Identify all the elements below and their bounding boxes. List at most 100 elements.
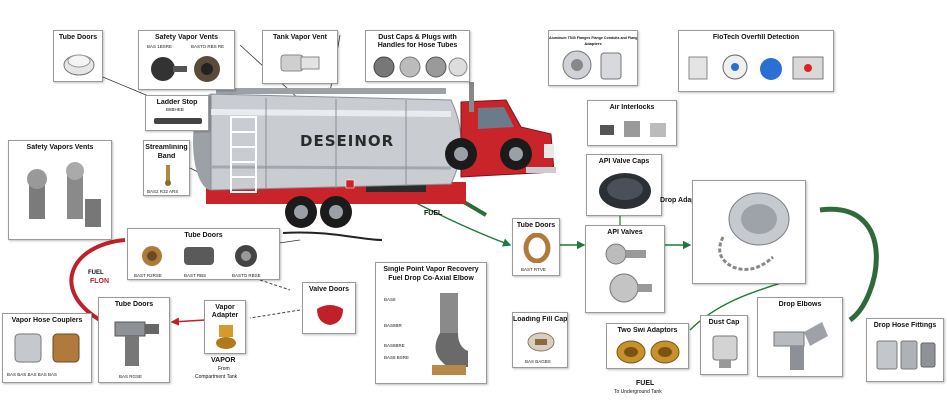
tube-doors-small-box: Tube Doors BAST RTVE xyxy=(512,218,560,276)
box-title: Loading Fill Caps xyxy=(513,316,567,323)
box-title: Tube Doors xyxy=(58,34,98,41)
dust-caps-box: Dust Caps & Plugs with Handles for Hose … xyxy=(365,30,470,82)
truck-brand-text: DESEINOR xyxy=(300,132,395,150)
fuel-flow-label: FUEL xyxy=(424,210,443,217)
api-valve-icon xyxy=(605,243,652,303)
vapor-adapter-from: From xyxy=(218,366,230,372)
vapor-adapter-source: Compartment Tank xyxy=(195,374,238,380)
vapor-vent-icon xyxy=(151,56,220,82)
overfill-sensor-icon xyxy=(688,54,824,80)
part-code: BAS BAGBS xyxy=(525,359,551,364)
tube-doors-bottom-box: Tube Doors BAS RGSE xyxy=(98,297,170,383)
part-code: BASTO RBS RE xyxy=(191,44,225,49)
part-code: BAS 1BSRE xyxy=(147,44,173,49)
bottom-fuel-destination: To Underground Tank xyxy=(614,389,662,395)
bottom-fuel-label: FUEL xyxy=(636,380,655,387)
tube-door-valve-icon xyxy=(114,321,159,366)
box-title: Safety Vapor Vents xyxy=(154,34,219,41)
flon-label: FLON xyxy=(90,278,110,285)
tanker-truck-illustration xyxy=(193,82,556,228)
valve-cap-icon xyxy=(599,173,651,209)
vapor-adapter-vapor-label: VAPOR xyxy=(211,357,236,364)
part-code: BAST RBS xyxy=(184,273,207,278)
part-code: BAS8BRE xyxy=(384,343,405,348)
vapor-adapter-box: Vapor Adapter xyxy=(204,300,246,354)
drop-adaptor-icon xyxy=(718,192,790,271)
drop-elbows-box: Drop Elbows xyxy=(757,297,843,377)
hose-coupler-icon xyxy=(14,333,80,363)
dust-cap-icon xyxy=(373,56,468,78)
air-interlock-icon xyxy=(600,121,666,137)
vapor-hose-couplers-box: Vapor Hose Couplers BAS BAS BAS BAS BAS xyxy=(2,313,92,383)
box-title: Tank Vapor Vent xyxy=(273,34,327,41)
api-valves-box: API Valves xyxy=(585,225,665,313)
part-code: BAS2 R32 ARS xyxy=(147,189,179,194)
box-title: API Valve Caps xyxy=(598,158,650,165)
box-title: Streamlining xyxy=(145,144,188,151)
box-title: API Valves xyxy=(607,229,643,236)
box-title: Dust Caps & Plugs with xyxy=(378,34,457,41)
part-code: BAS RGSE xyxy=(119,374,143,379)
ladder-stop-box: Ladder Stop B8BHEB xyxy=(145,95,209,131)
dust-cap-chain-icon xyxy=(712,335,738,368)
box-title: Tube Doors xyxy=(516,222,556,229)
loading-fill-caps-box: Loading Fill Caps BAS BAGBS xyxy=(512,312,568,368)
fuel-arrow-label: FUEL xyxy=(88,270,104,276)
part-code: BAS8 BSRE xyxy=(384,355,410,360)
valve-doors-box: Valve Doors xyxy=(302,282,356,334)
box-title: Dust Cap xyxy=(708,319,740,326)
box-title: Valve Doors xyxy=(308,286,350,293)
box-title-line2: Adapters xyxy=(584,41,602,46)
drop-adaptor-detail-box xyxy=(692,180,806,284)
streamlining-band-box: Streamlining Band BAS2 R32 ARS xyxy=(143,140,190,196)
drop-hose-fittings-box: Drop Hose Fittings xyxy=(866,318,944,382)
box-title: Air Interlocks xyxy=(609,104,655,111)
vapor-recovery-elbow-box: Single Point Vapor Recovery Fuel Drop Co… xyxy=(375,262,487,384)
hose-fitting-icon xyxy=(876,340,936,370)
ring-door-icon xyxy=(523,233,551,263)
box-title: Single Point Vapor Recovery xyxy=(383,266,479,273)
tube-doors-top-box: Tube Doors xyxy=(53,30,103,82)
swivel-adaptor-icon xyxy=(616,340,680,364)
coaxial-elbow-icon xyxy=(432,293,468,375)
box-title: Aluminum T540 Flanges Flange Conduits an… xyxy=(549,36,637,40)
box-title: Drop Elbows xyxy=(778,301,822,308)
tube-door-icon xyxy=(63,54,95,76)
part-code: BASTO RBSE xyxy=(232,273,261,278)
api-valve-caps-box: API Valve Caps xyxy=(586,154,662,216)
drop-elbow-icon xyxy=(773,322,828,370)
part-code: BAS8BR xyxy=(384,323,402,328)
ladder-stop-icon xyxy=(154,118,202,124)
part-code: BAS BAS BAS BAS BAS xyxy=(7,372,58,377)
dust-cap-box: Dust Cap xyxy=(700,315,748,375)
part-code: BAS8 xyxy=(384,297,396,302)
tank-vapor-vent-box: Tank Vapor Vent xyxy=(262,30,338,84)
two-swi-adaptors-box: Two Swi Adaptors xyxy=(606,323,689,369)
drop-adaptors-label: Drop Adaptors xyxy=(660,197,709,204)
box-title: FloTech Overfill Detection xyxy=(712,34,800,41)
box-title: Drop Hose Fittings xyxy=(873,322,937,329)
box-title-line2: Fuel Drop Co-Axial Elbow xyxy=(388,275,474,282)
flotech-overfill-box: FloTech Overfill Detection xyxy=(678,30,834,92)
band-clamp-icon xyxy=(165,165,171,186)
flange-adapter-icon xyxy=(562,50,622,80)
box-title-line2: Band xyxy=(157,153,176,160)
safety-vapor-vents-top-box: Safety Vapor Vents BAS 1BSRE BASTO RBS R… xyxy=(138,30,235,90)
fill-cap-icon xyxy=(527,332,555,352)
box-title: Tube Doors xyxy=(114,301,154,308)
air-interlocks-box: Air Interlocks xyxy=(587,100,677,146)
valve-door-icon xyxy=(317,305,343,325)
tube-doors-mid-box: Tube Doors BAST R2RSE BAST RBS BASTO RBS… xyxy=(127,228,280,280)
box-title: Tube Doors xyxy=(184,232,223,239)
tube-door-parts-icon xyxy=(142,245,257,267)
tank-vent-icon xyxy=(280,54,320,72)
part-code: B8BHEB xyxy=(166,107,184,112)
part-code: BAST R2RSE xyxy=(134,273,162,278)
box-title-line2: Adapter xyxy=(211,312,239,319)
box-title: Vapor xyxy=(215,304,235,311)
vapor-adapter-icon xyxy=(216,325,236,349)
box-title: Two Swi Adaptors xyxy=(617,327,678,334)
safety-vapor-vents-left-box: Safety Vapors Vents xyxy=(8,140,112,240)
box-title: Vapor Hose Couplers xyxy=(11,317,83,324)
